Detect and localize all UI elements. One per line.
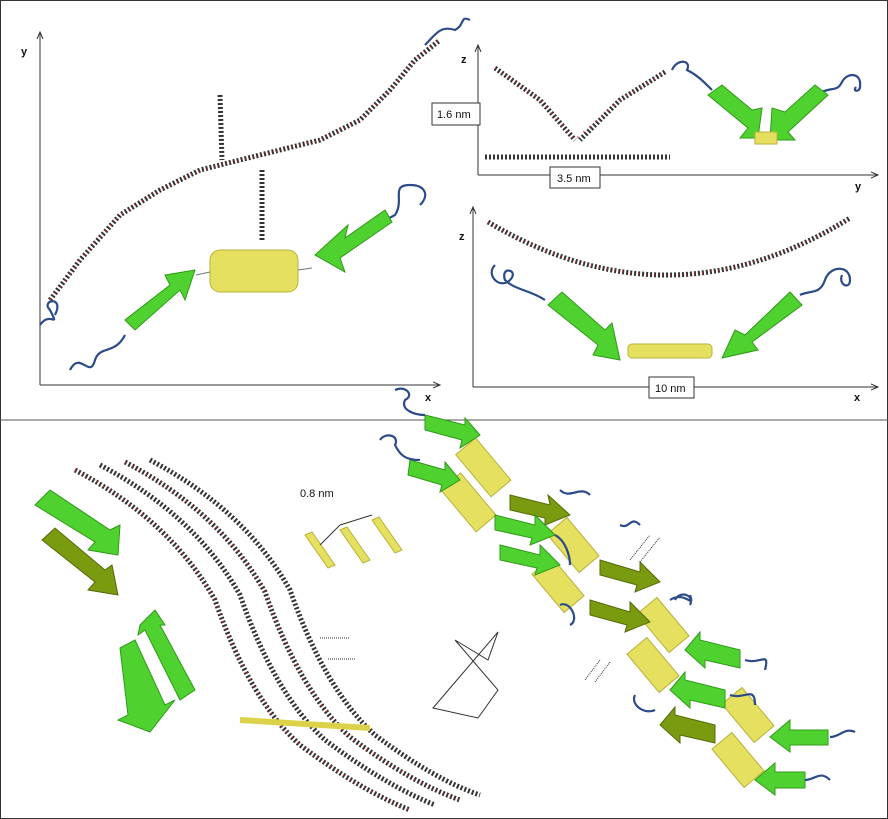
beta-strand-arrow-right: [314, 209, 393, 274]
side-chain-upper: [217, 94, 225, 161]
molecule-arm-left: [493, 65, 577, 142]
x-axis-label: x: [854, 392, 861, 404]
spacing-schematic: [304, 514, 403, 569]
panel-top-right: z y 1.6 nm 3.5 nm: [431, 45, 878, 193]
y-axis-label: y: [855, 181, 862, 193]
beta-strand-arrow-left: [707, 84, 763, 139]
spacing-label: 0.8 nm: [300, 488, 334, 500]
beta-strand-arrow-left: [124, 269, 196, 331]
beta-strand-arrow-down: [116, 639, 176, 733]
core-cylinder: [627, 343, 713, 359]
z-axis-label: z: [459, 231, 465, 243]
beta-strand-arrow-up: [137, 609, 196, 701]
beta-strand-arrow-right: [721, 291, 803, 359]
x-axis-label: x: [425, 392, 432, 404]
core-cylinder: [754, 131, 778, 145]
coil-left: [490, 264, 546, 301]
height-label: 1.6 nm: [437, 109, 471, 121]
panel-top-left: y x: [21, 17, 471, 404]
coil-right: [821, 74, 862, 94]
panel-bottom: 0.8 nm: [34, 387, 856, 813]
length-label-box: [648, 376, 695, 399]
molecule-arm-right: [578, 69, 667, 142]
beta-strand-arrow-left: [547, 291, 621, 361]
beta-strand-arrow-2: [41, 527, 119, 596]
stacked-molecules: [73, 457, 481, 813]
molecule-backbone: [48, 38, 442, 302]
z-axis-label: z: [461, 54, 467, 66]
length-label: 10 nm: [655, 383, 686, 395]
molecule-atoms: [494, 67, 666, 142]
core-cylinder: [209, 249, 299, 293]
coil-left: [39, 300, 126, 371]
coil-left: [670, 60, 713, 91]
height-label-box: [431, 102, 481, 126]
molecule-backbone: [486, 215, 852, 278]
coil-top: [424, 17, 471, 46]
panel-middle-right: z x 10 nm: [459, 207, 878, 404]
beta-strand-arrow-1: [34, 489, 121, 556]
hollow-arrow-icon: [432, 631, 499, 719]
fibril-schematic: [379, 387, 856, 796]
beta-strand-arrow-right: [769, 84, 829, 141]
y-axis-label: y: [21, 46, 28, 58]
coil-right: [799, 267, 852, 297]
width-label-box: [549, 166, 601, 189]
width-label: 3.5 nm: [557, 173, 591, 185]
